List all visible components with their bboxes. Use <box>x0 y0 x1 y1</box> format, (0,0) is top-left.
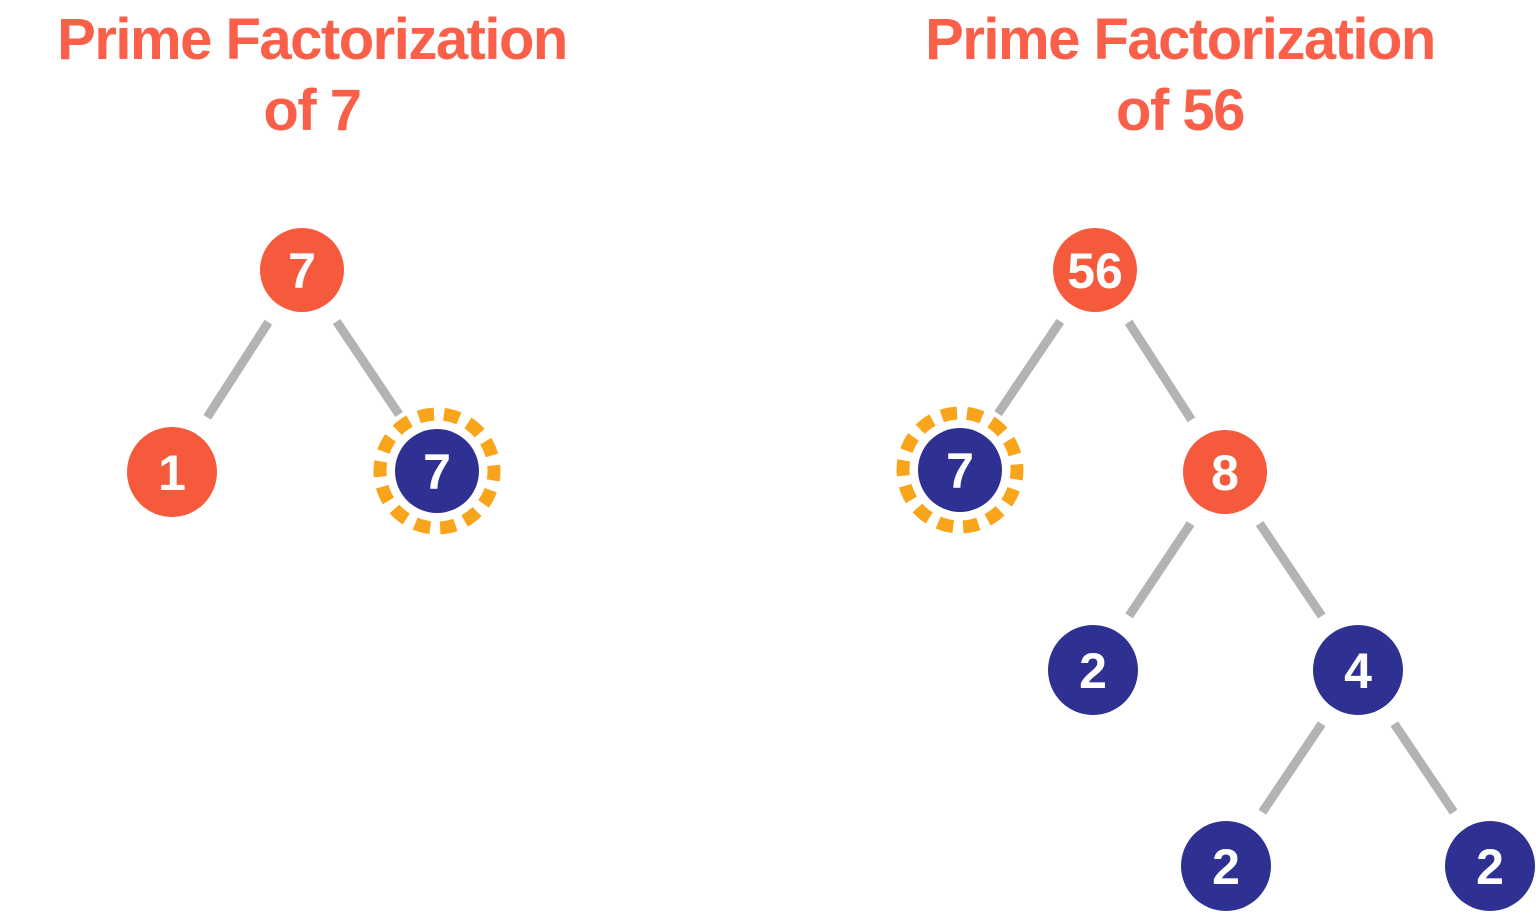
tree-node-value: 4 <box>1344 643 1372 699</box>
tree-node-value: 56 <box>1067 243 1123 299</box>
tree-node-value: 1 <box>158 445 186 501</box>
tree-node-circle <box>1183 430 1267 514</box>
tree-node-value: 2 <box>1212 839 1240 895</box>
tree-branch-line <box>203 319 273 420</box>
tree-branch-line <box>994 318 1065 417</box>
tree-branch-line <box>1125 521 1195 619</box>
tree-node-circle <box>1048 625 1138 715</box>
highlight-dashed-ring <box>896 406 1024 534</box>
tree-node-value: 7 <box>288 243 316 299</box>
tree-node-circle <box>1313 625 1403 715</box>
tree-branch-line <box>332 318 403 418</box>
tree-node-circle <box>127 427 217 517</box>
tree-node-circle <box>260 228 344 312</box>
right-title-line2: of 56 <box>1116 78 1245 143</box>
left-title-line1: Prime Factorization <box>57 7 568 72</box>
tree-node-circle <box>918 428 1002 512</box>
tree-node-circle <box>1445 821 1535 911</box>
tree-node-value: 7 <box>946 443 974 499</box>
right-diagram-title: Prime Factorization of 56 <box>925 0 1436 146</box>
left-diagram-title: Prime Factorization of 7 <box>57 0 568 146</box>
tree-node-value: 8 <box>1211 445 1239 501</box>
tree-node-value: 2 <box>1079 643 1107 699</box>
tree-node-value: 7 <box>423 444 451 500</box>
tree-node-circle <box>1181 821 1271 911</box>
right-title-line1: Prime Factorization <box>925 7 1436 72</box>
tree-node-value: 2 <box>1476 839 1504 895</box>
highlight-dashed-ring <box>373 407 501 535</box>
tree-branch-line <box>1258 721 1326 815</box>
tree-node-circle <box>1053 228 1137 312</box>
tree-branch-line <box>1390 721 1458 815</box>
tree-node-circle <box>395 429 479 513</box>
tree-branch-line <box>1255 520 1326 619</box>
left-title-line2: of 7 <box>263 78 362 143</box>
tree-branch-line <box>1124 319 1196 423</box>
